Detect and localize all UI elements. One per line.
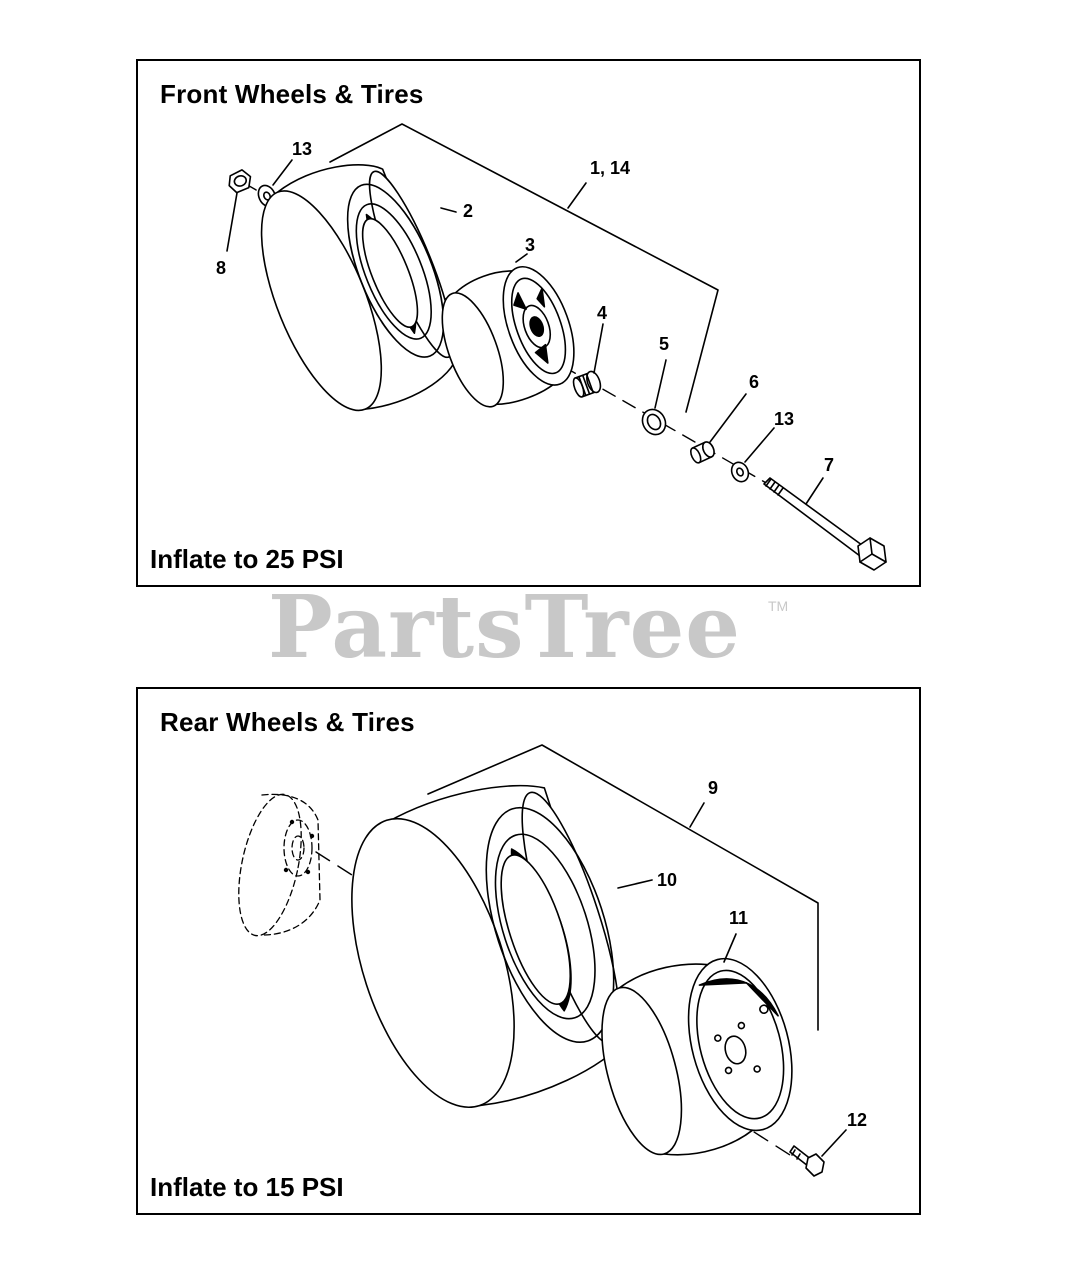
partstree-watermark: PartsTree: [268, 577, 742, 678]
callout-11: 11: [729, 908, 748, 928]
callout-9: 9: [708, 778, 718, 798]
front-tire-part-2: [260, 164, 459, 412]
callout-12: 12: [847, 1110, 867, 1130]
rear-rim-part-11: [601, 957, 793, 1156]
leader-4: [593, 323, 604, 374]
rear-hub-phantom: [238, 793, 321, 937]
callout-1-14: 1, 14: [590, 158, 630, 178]
leader-13a: [272, 159, 293, 186]
front-bolt-part-7: [763, 477, 887, 571]
rear-panel-title: Rear Wheels & Tires: [160, 707, 415, 737]
front-bearing-part-4: [572, 370, 602, 398]
front-seal-part-5: [641, 408, 667, 436]
front-inflation-note: Inflate to 25 PSI: [150, 544, 344, 574]
callout-4: 4: [597, 303, 607, 323]
leader-2: [440, 207, 457, 213]
leader-6: [709, 393, 747, 443]
leader-12: [821, 1129, 847, 1157]
front-assembly-bracket: [329, 123, 719, 413]
callout-13-left: 13: [292, 139, 312, 159]
leader-8: [226, 192, 238, 252]
callout-13-right: 13: [774, 409, 794, 429]
callout-7: 7: [824, 455, 834, 475]
rear-inflation-note: Inflate to 15 PSI: [150, 1172, 344, 1202]
leader-5: [654, 359, 667, 409]
callout-3: 3: [525, 235, 535, 255]
rear-hub-studs: [283, 819, 315, 875]
callout-8: 8: [216, 258, 226, 278]
rear-assembly-bracket: [427, 744, 819, 1031]
front-spacer-part-6: [689, 441, 715, 464]
front-panel-title: Front Wheels & Tires: [160, 79, 424, 109]
leader-7: [805, 477, 824, 505]
leader-11: [723, 933, 737, 963]
leader-13b: [744, 427, 775, 463]
callout-6: 6: [749, 372, 759, 392]
leader-3: [515, 253, 528, 263]
callout-2: 2: [463, 201, 473, 221]
front-rim-part-3: [441, 265, 575, 408]
rear-lug-bolt-part-12: [789, 1145, 825, 1177]
callout-10: 10: [657, 870, 677, 890]
front-washer-part-13-right: [730, 461, 750, 483]
front-nut-part-8: [228, 169, 252, 194]
leader-10: [617, 879, 653, 889]
trademark-mark: TM: [768, 598, 789, 614]
rear-tire-part-10: [351, 784, 627, 1109]
callout-5: 5: [659, 334, 669, 354]
